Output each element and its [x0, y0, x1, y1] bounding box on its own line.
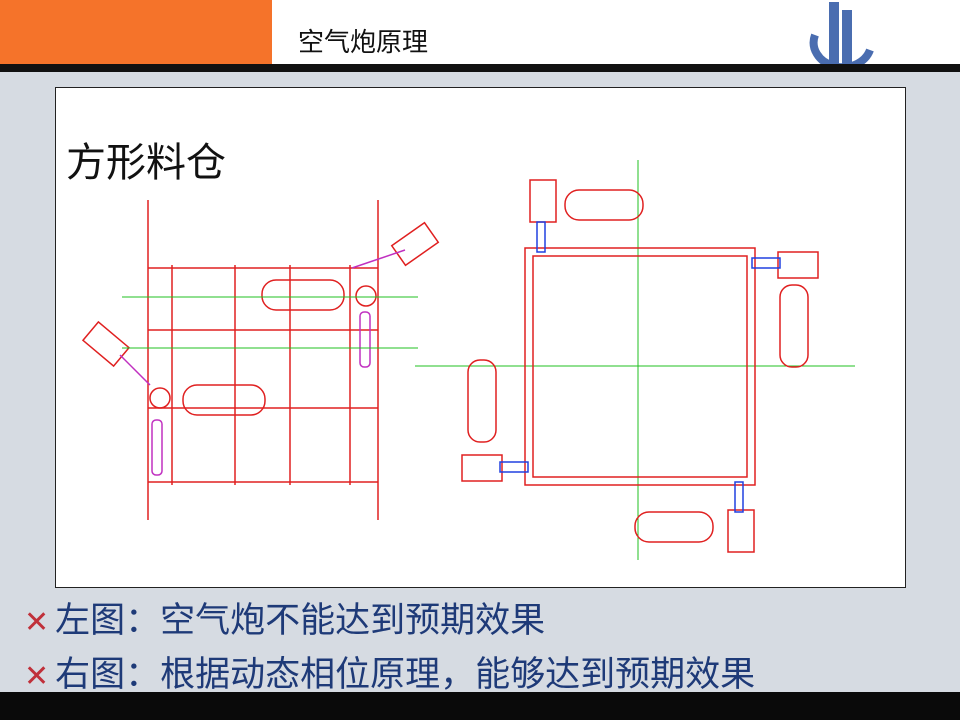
bullet-text: 右图：根据动态相位原理，能够达到预期效果	[55, 655, 756, 695]
footer-bar	[0, 692, 960, 720]
header-divider	[0, 64, 960, 72]
cross-bullet-icon: ✕	[24, 605, 50, 640]
company-logo	[809, 2, 874, 72]
cross-bullet-icon: ✕	[24, 659, 50, 694]
bullet-left-figure: ✕左图：空气炮不能达到预期效果	[24, 592, 545, 643]
diagram-panel	[55, 87, 906, 588]
slide-title: 空气炮原理	[298, 28, 429, 58]
header-accent-block	[0, 0, 272, 66]
panel-title: 方形料仓	[66, 140, 226, 186]
bullet-right-figure: ✕右图：根据动态相位原理，能够达到预期效果	[24, 646, 755, 697]
bullet-text: 左图：空气炮不能达到预期效果	[55, 601, 546, 641]
